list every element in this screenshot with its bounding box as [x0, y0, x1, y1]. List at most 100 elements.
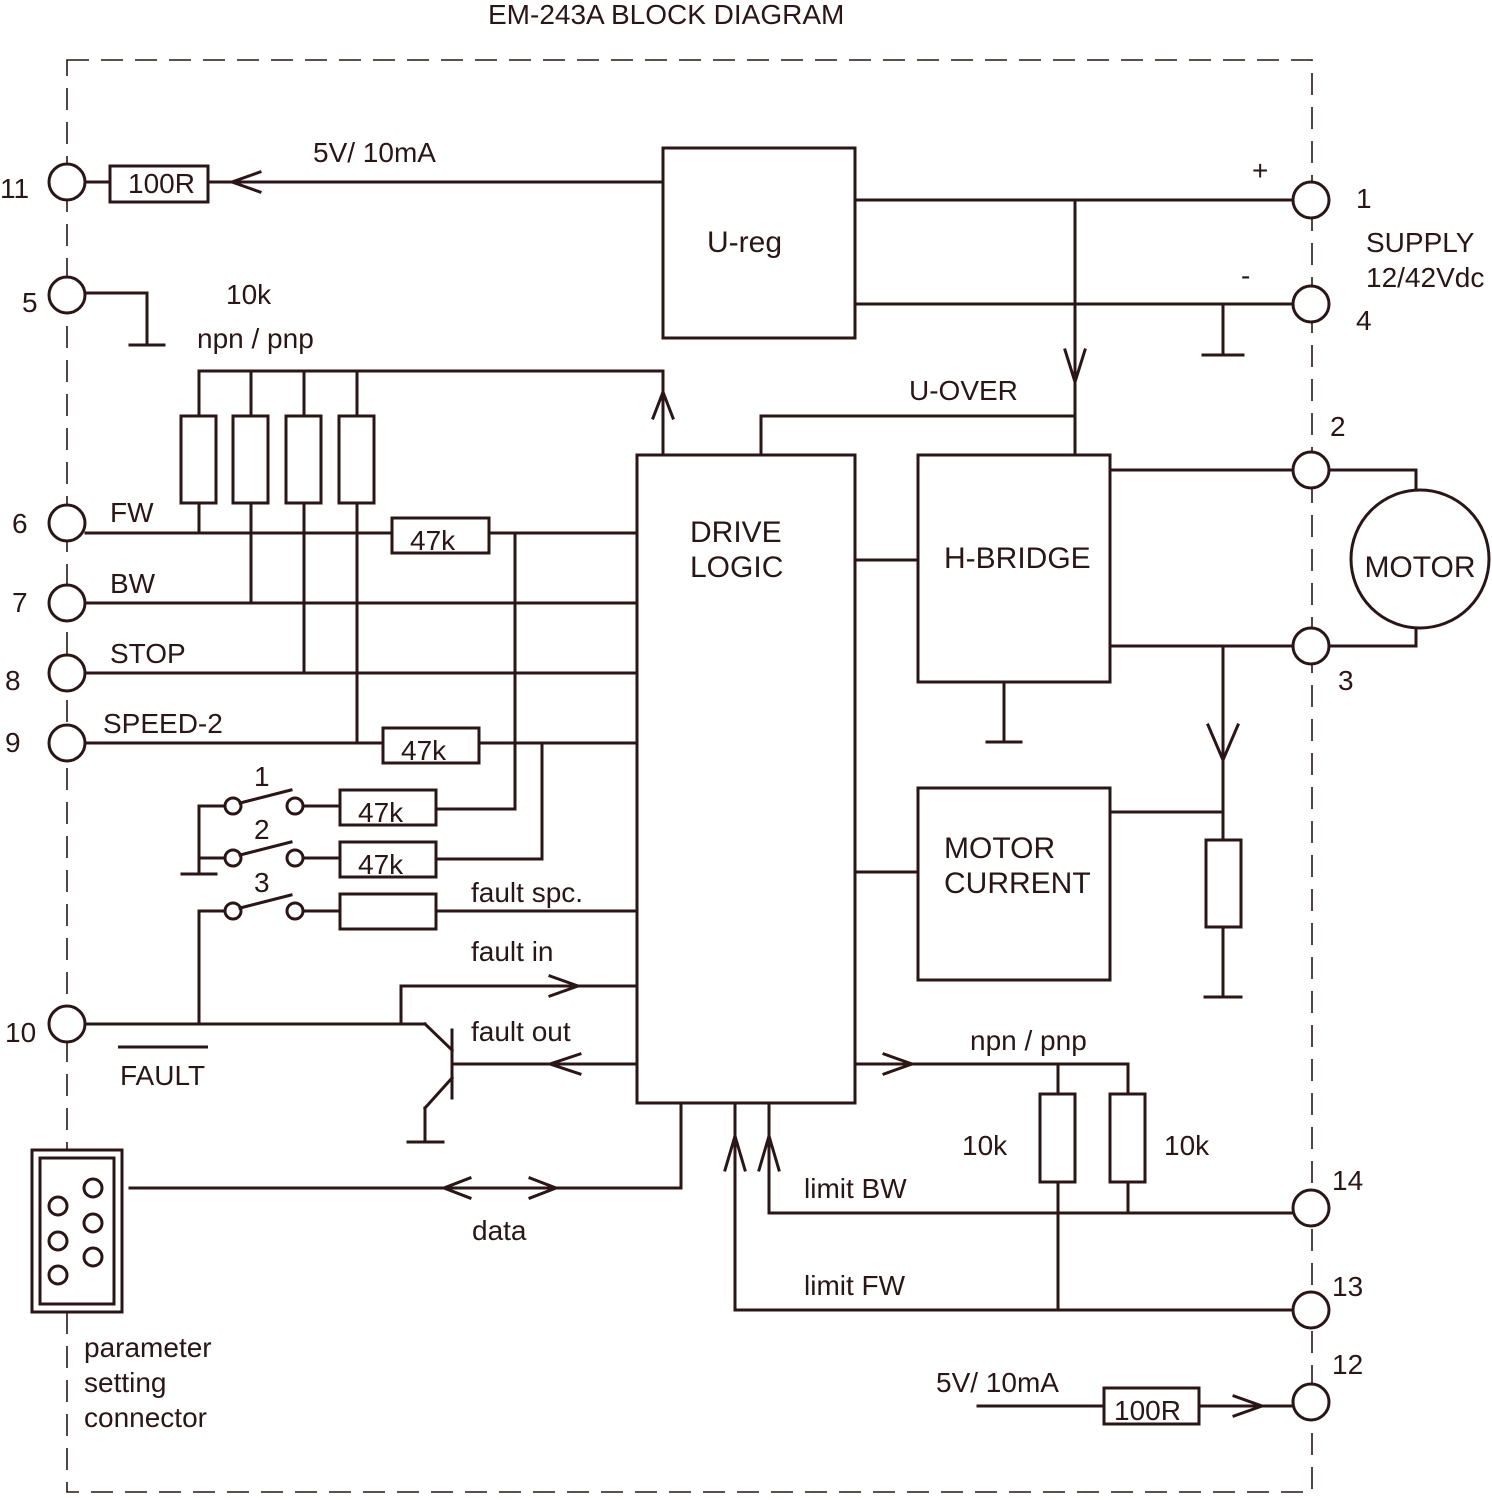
u-reg-block: U-reg: [661, 146, 857, 340]
module-enclosure: [66, 59, 1313, 1493]
terminal-number-3: 3: [1338, 665, 1354, 696]
terminal-8: [47, 653, 87, 693]
terminal-number-12: 12: [1332, 1349, 1363, 1380]
terminal-number-9: 9: [5, 727, 21, 758]
drive-logic-label-1: DRIVE: [690, 516, 782, 549]
terminal-number-7: 7: [12, 587, 28, 618]
fault-label: FAULT: [120, 1060, 205, 1091]
bw-label: BW: [110, 568, 156, 599]
terminal-number-13: 13: [1332, 1271, 1363, 1302]
labels: 5V/ 10mA 100R + - SUPPLY 12/42Vdc 10k np…: [84, 137, 1484, 1433]
resistor-47k-speed2: [381, 726, 481, 765]
fw-label: FW: [110, 497, 154, 528]
terminals: [47, 162, 1331, 1422]
diagram-title: EM-243A BLOCK DIAGRAM: [488, 0, 844, 30]
resistor-10k-2: [231, 414, 270, 505]
terminal-13: [1291, 1290, 1331, 1330]
drive-logic-label-2: LOGIC: [690, 551, 783, 584]
terminal-14: [1291, 1188, 1331, 1228]
resistor-100r-top-label: 100R: [128, 168, 195, 199]
r47k-speed2-label: 47k: [401, 735, 447, 766]
h-bridge-block: H-BRIDGE: [916, 453, 1112, 684]
limit-bw-label: limit BW: [804, 1173, 907, 1204]
stop-label: STOP: [110, 638, 186, 669]
terminal-9: [47, 723, 87, 763]
terminal-number-1: 1: [1356, 183, 1372, 214]
resistor-fault-spc: [338, 892, 438, 931]
motor-current-block: MOTOR CURRENT: [916, 786, 1112, 982]
switch-number-1: 1: [254, 761, 270, 792]
terminal-number-5: 5: [22, 287, 38, 318]
resistor-100r-bottom-label: 100R: [1114, 1395, 1181, 1426]
switches: [223, 788, 305, 921]
fault-spc-label: fault spc.: [471, 877, 583, 908]
terminal-2: [1291, 450, 1331, 490]
resistor-10k-3: [284, 414, 323, 505]
switch-number-2: 2: [254, 814, 270, 845]
connector-label-3: connector: [84, 1402, 207, 1433]
terminal-4: [1291, 284, 1331, 324]
terminal-number-10: 10: [5, 1017, 36, 1048]
terminal-number-4: 4: [1356, 305, 1372, 336]
resistor-47k-fw: [390, 516, 491, 555]
terminal-7: [47, 583, 87, 623]
resistor-10k-4: [337, 414, 376, 505]
supply-5v-top-label: 5V/ 10mA: [313, 137, 436, 168]
terminal-number-6: 6: [12, 508, 28, 539]
supply-5v-bottom-label: 5V/ 10mA: [936, 1367, 1059, 1398]
motor: MOTOR: [1349, 488, 1491, 630]
fault-in-label: fault in: [471, 936, 554, 967]
switch-number-3: 3: [254, 867, 270, 898]
r47k-sw1-label: 47k: [358, 797, 404, 828]
data-label: data: [472, 1215, 527, 1246]
r47k-fw-label: 47k: [410, 525, 456, 556]
resistor-47k-sw1: [338, 788, 438, 827]
speed2-label: SPEED-2: [103, 708, 223, 739]
resistor-47k-sw2: [338, 840, 438, 879]
wires: [84, 180, 1418, 1408]
terminal-1: [1291, 180, 1331, 220]
resistor-100r-top: [108, 164, 210, 204]
motor-current-label-1: MOTOR: [944, 832, 1055, 865]
pull-top-type-label: npn / pnp: [197, 323, 314, 354]
terminal-numbers: 11 5 6 7 8 9 10 1 4 2 3 14 13 12: [0, 173, 1372, 1380]
resistor-10k-limit-fw: [1038, 1092, 1077, 1184]
h-bridge-label: H-BRIDGE: [944, 542, 1091, 575]
motor-label: MOTOR: [1364, 551, 1475, 584]
terminal-number-14: 14: [1332, 1165, 1363, 1196]
shunt-resistor: [1204, 838, 1243, 929]
resistors: [108, 164, 1243, 1426]
connector-label-1: parameter: [84, 1332, 212, 1363]
u-reg-label: U-reg: [707, 226, 782, 259]
terminal-number-8: 8: [5, 665, 21, 696]
fault-out-label: fault out: [471, 1016, 571, 1047]
terminal-6: [47, 503, 87, 543]
drive-logic-block: DRIVE LOGIC: [635, 453, 857, 1105]
supply-minus-sign: -: [1241, 260, 1250, 291]
limit-fw-label: limit FW: [804, 1270, 906, 1301]
terminal-11: [47, 162, 87, 202]
supply-plus-sign: +: [1252, 155, 1268, 186]
u-over-label: U-OVER: [909, 375, 1018, 406]
arrowheads: [227, 170, 1267, 1418]
terminal-12: [1291, 1382, 1331, 1422]
pull-bottom-value-1: 10k: [962, 1130, 1008, 1161]
pull-bottom-value-2: 10k: [1164, 1130, 1210, 1161]
terminal-number-11: 11: [0, 173, 29, 204]
motor-current-label-2: CURRENT: [944, 867, 1091, 900]
terminal-number-2: 2: [1330, 411, 1346, 442]
pull-bottom-type-label: npn / pnp: [970, 1025, 1087, 1056]
resistor-100r-bottom: [1102, 1386, 1201, 1426]
supply-label-2: 12/42Vdc: [1366, 262, 1484, 293]
terminal-5: [47, 275, 87, 315]
terminal-3: [1291, 626, 1331, 666]
parameter-connector: [30, 1148, 124, 1314]
r47k-sw2-label: 47k: [358, 849, 404, 880]
connector-label-2: setting: [84, 1367, 167, 1398]
resistor-10k-1: [179, 414, 218, 505]
terminal-10: [47, 1004, 87, 1044]
supply-label-1: SUPPLY: [1366, 227, 1475, 258]
pull-top-value-label: 10k: [226, 279, 272, 310]
resistor-10k-limit-bw: [1108, 1092, 1147, 1184]
